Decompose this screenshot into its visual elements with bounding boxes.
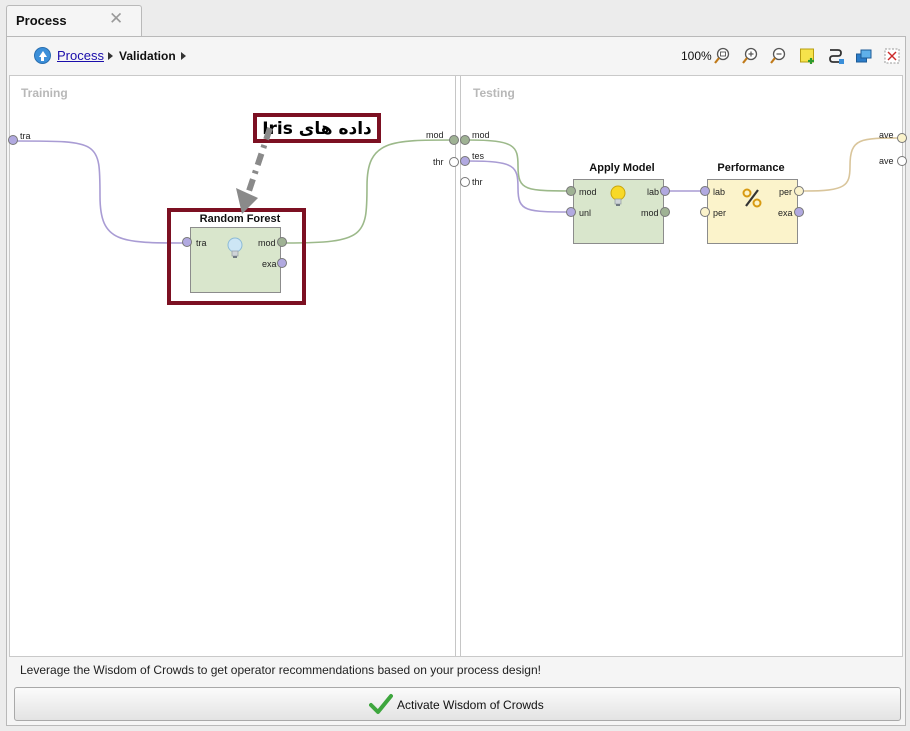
rf-output-port-mod[interactable] — [277, 237, 287, 247]
training-input-port[interactable] — [8, 135, 18, 145]
port-label: thr — [433, 157, 444, 167]
auto-wire-icon[interactable] — [827, 47, 845, 65]
perf-output-port-exa[interactable] — [794, 207, 804, 217]
port-label: unl — [579, 208, 592, 218]
random-forest-highlight — [167, 208, 306, 305]
wire-training-input — [15, 140, 189, 244]
port-label: mod — [426, 130, 444, 140]
training-output-port-thr[interactable] — [449, 157, 459, 167]
wire-performance-output — [803, 137, 902, 192]
rf-output-port-exa[interactable] — [277, 258, 287, 268]
port-label: mod — [579, 187, 597, 197]
process-panel: Process Validation 100% — [6, 36, 907, 726]
subprocess-divider[interactable] — [455, 76, 461, 656]
wisdom-of-crowds-hint: Leverage the Wisdom of Crowds to get ope… — [20, 663, 541, 677]
port-label: mod — [641, 208, 659, 218]
port-label: ave — [879, 156, 894, 166]
random-forest-title: Random Forest — [199, 213, 281, 225]
zoom-level: 100% — [681, 49, 712, 63]
apply-input-port-unl[interactable] — [566, 207, 576, 217]
port-label: exa — [262, 259, 277, 269]
port-label: lab — [647, 187, 660, 197]
percent-icon — [742, 188, 762, 208]
testing-label: Testing — [473, 86, 515, 100]
apply-input-port-mod[interactable] — [566, 186, 576, 196]
testing-output-port-ave-2[interactable] — [897, 156, 907, 166]
port-label: mod — [258, 238, 276, 248]
wire-test-model — [467, 139, 577, 192]
port-label: tra — [20, 131, 31, 141]
process-canvas[interactable]: Training Testing tra mod thr mod tes thr… — [8, 75, 907, 657]
check-icon — [369, 694, 393, 714]
tab-label: Process — [16, 13, 67, 28]
zoom-fit-icon[interactable] — [713, 47, 731, 65]
testing-output-port-ave[interactable] — [897, 133, 907, 143]
performance-title: Performance — [717, 162, 785, 174]
training-output-port-mod[interactable] — [449, 135, 459, 145]
breadcrumb-validation: Validation — [119, 49, 176, 63]
apply-output-port-lab[interactable] — [660, 186, 670, 196]
testing-input-port-tes[interactable] — [460, 156, 470, 166]
breadcrumb-separator-icon — [108, 52, 113, 60]
annotation-arrow-icon — [236, 127, 273, 214]
perf-input-port-per[interactable] — [700, 207, 710, 217]
port-label: tes — [472, 151, 485, 161]
lightbulb-icon — [227, 237, 243, 258]
breadcrumb-process-link[interactable]: Process — [57, 48, 104, 63]
rf-input-port-tra[interactable] — [182, 237, 192, 247]
port-label: mod — [472, 130, 490, 140]
breadcrumb-expand-icon[interactable] — [181, 52, 186, 60]
random-forest-operator[interactable]: tra mod exa — [190, 227, 281, 293]
port-label: ave — [879, 130, 894, 140]
wire-test-set — [467, 160, 577, 213]
port-label: per — [713, 208, 727, 218]
performance-operator[interactable]: lab per per exa — [707, 179, 798, 244]
apply-model-operator[interactable]: mod unl lab mod — [573, 179, 664, 244]
zoom-in-icon[interactable] — [741, 47, 759, 65]
arrange-icon[interactable] — [855, 47, 873, 65]
add-note-icon[interactable] — [799, 47, 817, 65]
connection-wires — [15, 137, 902, 244]
apply-model-title: Apply Model — [589, 162, 655, 174]
testing-input-port-thr[interactable] — [460, 177, 470, 187]
lightbulb-icon — [610, 185, 626, 206]
perf-input-port-lab[interactable] — [700, 186, 710, 196]
port-label: lab — [713, 187, 726, 197]
activate-button-label: Activate Wisdom of Crowds — [397, 698, 544, 712]
port-label: exa — [778, 208, 793, 218]
parent-level-icon[interactable] — [34, 47, 51, 64]
tab-process[interactable]: Process ✕ — [6, 5, 142, 37]
fullscreen-icon[interactable] — [883, 47, 901, 65]
process-toolbar: Process Validation 100% — [7, 37, 905, 75]
port-label: thr — [472, 177, 483, 187]
annotation-box: داده های Iris — [253, 113, 381, 143]
tab-strip: Process ✕ — [0, 0, 910, 37]
testing-input-port-mod[interactable] — [460, 135, 470, 145]
activate-wisdom-button[interactable]: Activate Wisdom of Crowds — [14, 687, 901, 721]
port-label: tra — [196, 238, 207, 248]
apply-output-port-mod[interactable] — [660, 207, 670, 217]
zoom-out-icon[interactable] — [769, 47, 787, 65]
wire-model-output — [285, 139, 457, 244]
training-label: Training — [21, 86, 68, 100]
port-label: per — [779, 187, 793, 197]
close-icon[interactable]: ✕ — [109, 9, 124, 28]
perf-output-port-per[interactable] — [794, 186, 804, 196]
